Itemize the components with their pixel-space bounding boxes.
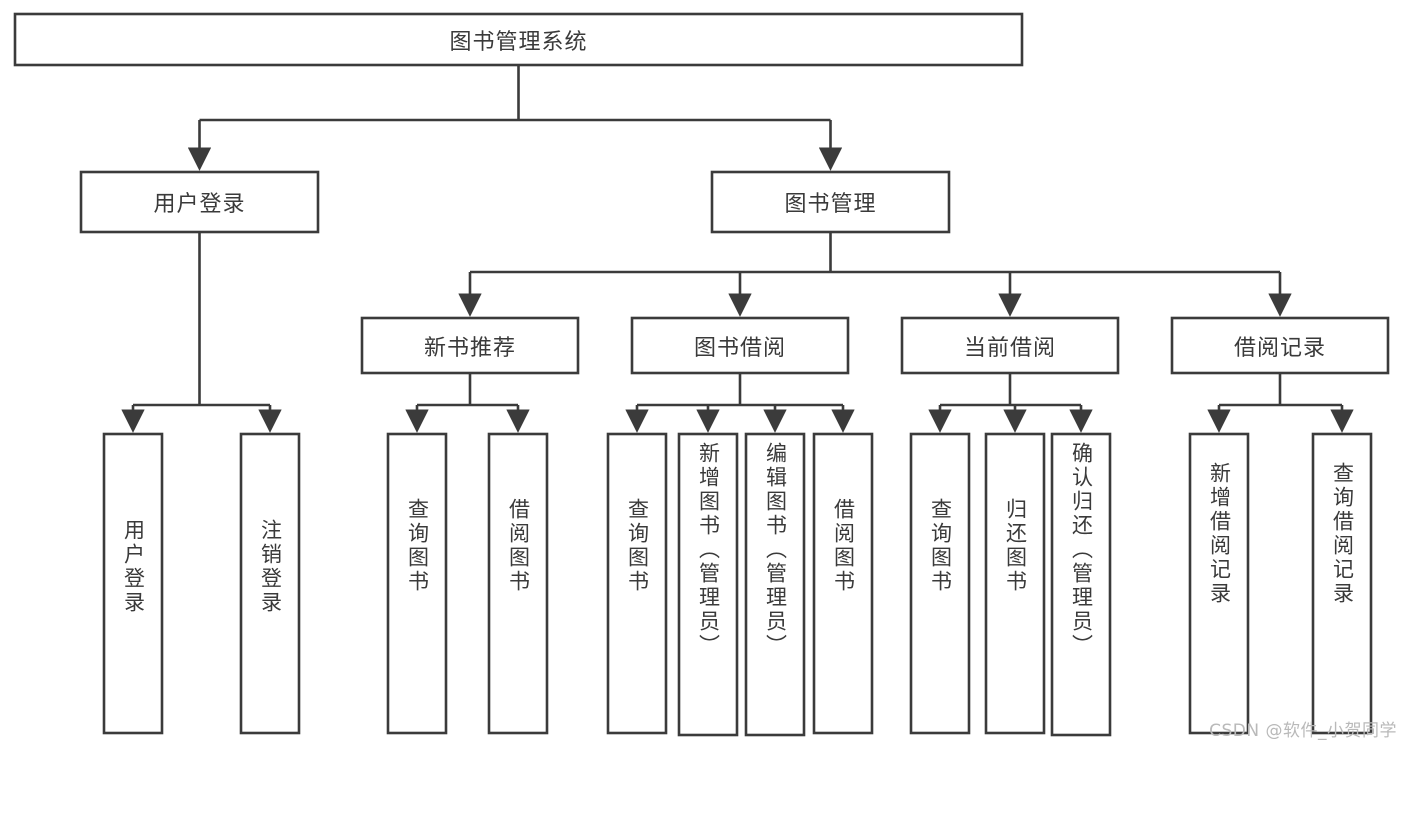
leaf-query-book-newbook[interactable] xyxy=(386,432,448,735)
leaf-edit-book-admin[interactable] xyxy=(744,432,806,737)
leaf-add-borrow-record[interactable] xyxy=(1188,432,1250,735)
leaf-confirm-return-admin[interactable] xyxy=(1050,432,1112,737)
diagram-canvas: 图书管理系统 用户登录 图书管理 新书推荐 图书借阅 当前借阅 借阅记录 用户登… xyxy=(13,12,1397,741)
leaf-user-logout[interactable] xyxy=(239,432,301,735)
leaf-add-book-admin[interactable] xyxy=(677,432,739,737)
leaf-query-book-borrow[interactable] xyxy=(606,432,668,735)
leaf-query-borrow-record[interactable] xyxy=(1311,432,1373,735)
node-book-management[interactable] xyxy=(710,170,951,234)
leaf-user-login[interactable] xyxy=(102,432,164,735)
node-root-system[interactable] xyxy=(13,12,1024,67)
connector-layer xyxy=(121,65,1354,433)
node-user-login[interactable] xyxy=(79,170,320,234)
leaf-query-book-current[interactable] xyxy=(909,432,971,735)
node-book-borrow[interactable] xyxy=(630,316,850,375)
leaf-borrow-book-newbook[interactable] xyxy=(487,432,549,735)
diagram-svg xyxy=(13,12,1390,737)
leaf-return-book[interactable] xyxy=(984,432,1046,735)
node-new-book-recommend[interactable] xyxy=(360,316,580,375)
node-layer xyxy=(13,12,1390,737)
node-current-borrow[interactable] xyxy=(900,316,1120,375)
node-borrow-records[interactable] xyxy=(1170,316,1390,375)
leaf-borrow-book[interactable] xyxy=(812,432,874,735)
